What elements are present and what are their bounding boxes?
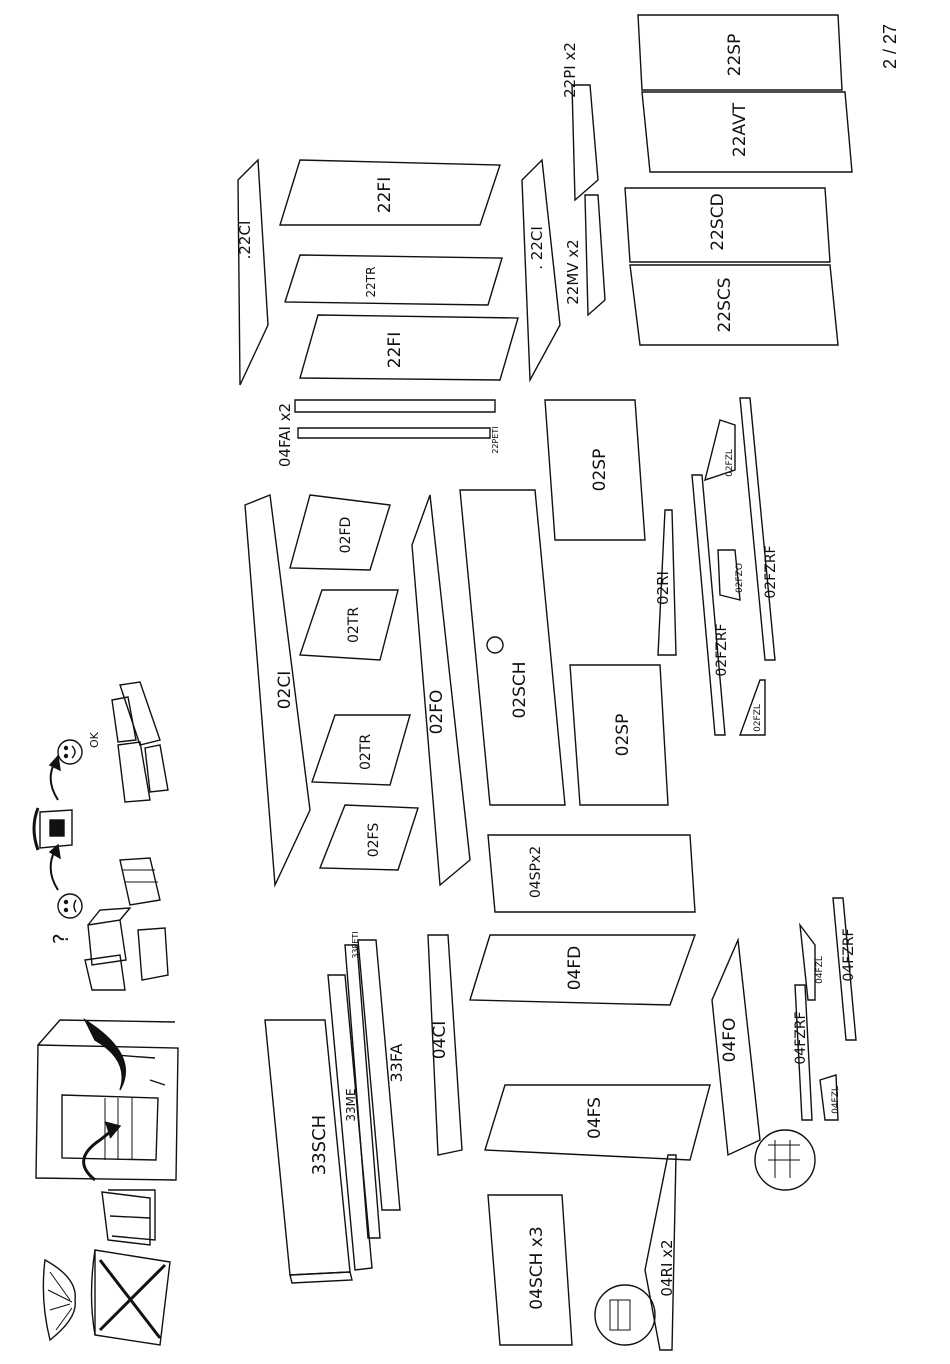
label-04FZRF-left: 04FZRF xyxy=(793,1011,809,1064)
label-04FS: 04FS xyxy=(585,1097,605,1139)
label-04FZL-bottom: 04FZL xyxy=(831,1086,841,1114)
sad-face-icon xyxy=(58,894,82,918)
question-mark: ? xyxy=(49,933,73,944)
label-22TR: 22TR xyxy=(364,267,378,298)
label-02FD: 02FD xyxy=(338,517,354,554)
label-04CI: 04CI xyxy=(430,1021,450,1060)
rail-02FZRF-left xyxy=(692,475,725,735)
label-33PETI: 33PETI xyxy=(351,931,360,958)
label-02CI: 02CI xyxy=(275,671,295,710)
rail-04FAI-a xyxy=(295,400,495,412)
missing-parts-box-icon xyxy=(85,858,168,990)
label-22AVT: 22AVT xyxy=(730,102,750,157)
panel-33SCH xyxy=(265,1020,350,1275)
label-22SP-top: 22SP xyxy=(725,34,745,77)
label-04FAI: 04FAI x2 xyxy=(276,403,294,467)
label-22PETI: 22PETI xyxy=(491,426,500,453)
telephone-icon xyxy=(34,808,72,850)
happy-face-icon xyxy=(58,740,82,764)
label-02SP-bottom: 02SP xyxy=(613,714,633,757)
label-33SCH: 33SCH xyxy=(309,1115,330,1175)
label-22SCD: 22SCD xyxy=(708,193,728,250)
label-22CI-right: . 22CI xyxy=(528,226,546,270)
label-22FI-top: 22FI xyxy=(375,177,395,213)
panel-22MV xyxy=(585,195,605,315)
page-number: 2 / 27 xyxy=(880,24,901,69)
label-22FI-bottom: 22FI xyxy=(385,332,405,368)
label-02FS: 02FS xyxy=(366,823,382,858)
label-02FZRF-right: 02FZRF xyxy=(763,545,779,598)
label-22MV: 22MV x2 xyxy=(564,239,582,304)
label-04FO: 04FO xyxy=(720,1018,740,1063)
label-33ME: 33ME xyxy=(344,1088,358,1121)
label-02TR-2: 02TR xyxy=(358,734,374,770)
label-02FO: 02FO xyxy=(427,690,447,735)
label-02FZL-top: 02FZL xyxy=(725,449,735,477)
label-22CI-left: .22CI xyxy=(236,221,254,260)
label-02FZO: 02FZO xyxy=(735,563,745,593)
label-02SCH: 02SCH xyxy=(510,661,530,718)
panel-04SPx2 xyxy=(488,835,695,912)
panel-02SCH xyxy=(460,490,565,805)
label-04SPx2: 04SPx2 xyxy=(528,846,544,898)
label-04FZL-top: 04FZL xyxy=(815,956,825,984)
label-02SP-top: 02SP xyxy=(590,449,610,492)
panel-22TR xyxy=(285,255,502,305)
rail-04FZL-top xyxy=(800,925,815,1000)
replacement-parts-icon xyxy=(112,682,168,802)
panel-22PI xyxy=(572,85,598,200)
curved-arrow-icon xyxy=(84,1122,120,1180)
label-04FD: 04FD xyxy=(565,946,585,991)
label-33FA: 33FA xyxy=(387,1043,406,1082)
label-02RI: 02RI xyxy=(654,571,672,605)
panel-22FI-bottom xyxy=(300,315,518,380)
detail-circle-04RI xyxy=(595,1285,655,1345)
label-04RI: 04RI x2 xyxy=(658,1239,676,1296)
ok-label: OK xyxy=(88,731,101,748)
label-04FZRF-right: 04FZRF xyxy=(841,928,857,981)
rail-02FZRF-right xyxy=(740,398,775,660)
instruction-booklet-icon xyxy=(102,1190,155,1245)
hole-02SCH xyxy=(487,637,503,653)
rail-04FAI-b xyxy=(298,428,490,438)
label-22PI: 22PI x2 xyxy=(561,42,579,98)
panel-22CI-left xyxy=(238,160,268,385)
recycle-bin-icon xyxy=(43,1250,170,1345)
cabinet-icon xyxy=(36,1020,178,1180)
label-02FZL-bottom: 02FZL xyxy=(753,704,763,732)
label-04SCH: 04SCH x3 xyxy=(527,1226,547,1309)
label-22SCS: 22SCS xyxy=(715,277,735,332)
label-02TR: 02TR xyxy=(346,607,362,643)
label-02FZRF-left: 02FZRF xyxy=(714,623,730,676)
